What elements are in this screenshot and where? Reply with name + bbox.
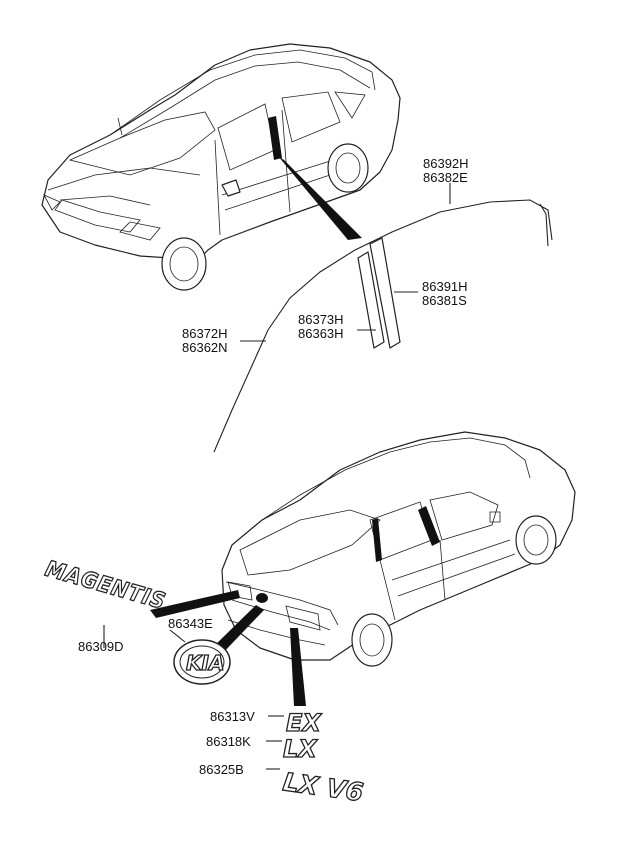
label-86318k: 86318K bbox=[206, 734, 251, 749]
label-86391h: 86391H bbox=[422, 279, 468, 294]
magentis-badge: MAGENTIS bbox=[42, 556, 169, 616]
label-86392h: 86392H bbox=[423, 156, 469, 171]
label-86373h: 86373H bbox=[298, 312, 344, 327]
window-moldings bbox=[213, 199, 553, 453]
lxv6-badge-text: LX V6 bbox=[281, 767, 365, 807]
leader-lines bbox=[103, 183, 451, 770]
front-car-illustration bbox=[41, 43, 401, 291]
label-86309d: 86309D bbox=[78, 639, 124, 654]
lx-badge: LX bbox=[282, 734, 319, 763]
kia-badge-text: KIA bbox=[186, 651, 224, 675]
lxv6-badge: LX V6 bbox=[281, 767, 366, 808]
label-86313v: 86313V bbox=[210, 709, 255, 724]
rear-car-illustration bbox=[221, 431, 576, 667]
callout-wedge-ex bbox=[290, 628, 306, 706]
label-86343e: 86343E bbox=[168, 616, 213, 631]
label-86382e: 86382E bbox=[423, 170, 468, 185]
ex-badge: EX bbox=[285, 708, 323, 737]
ex-badge-text: EX bbox=[286, 709, 322, 737]
label-86325b: 86325B bbox=[199, 762, 244, 777]
label-86381s: 86381S bbox=[422, 293, 467, 308]
callout-wedge-magentis bbox=[150, 590, 240, 618]
part-labels: 86392H 86382E 86391H 86381S 86373H 86363… bbox=[78, 156, 469, 777]
label-86363h: 86363H bbox=[298, 326, 344, 341]
lx-badge-text: LX bbox=[283, 735, 318, 763]
label-86362n: 86362N bbox=[182, 340, 228, 355]
magentis-badge-text: MAGENTIS bbox=[42, 557, 168, 615]
callout-wedge-kia bbox=[210, 605, 264, 656]
label-86372h: 86372H bbox=[182, 326, 228, 341]
kia-badge: KIA bbox=[173, 639, 231, 685]
callout-wedge-upper bbox=[278, 156, 362, 240]
